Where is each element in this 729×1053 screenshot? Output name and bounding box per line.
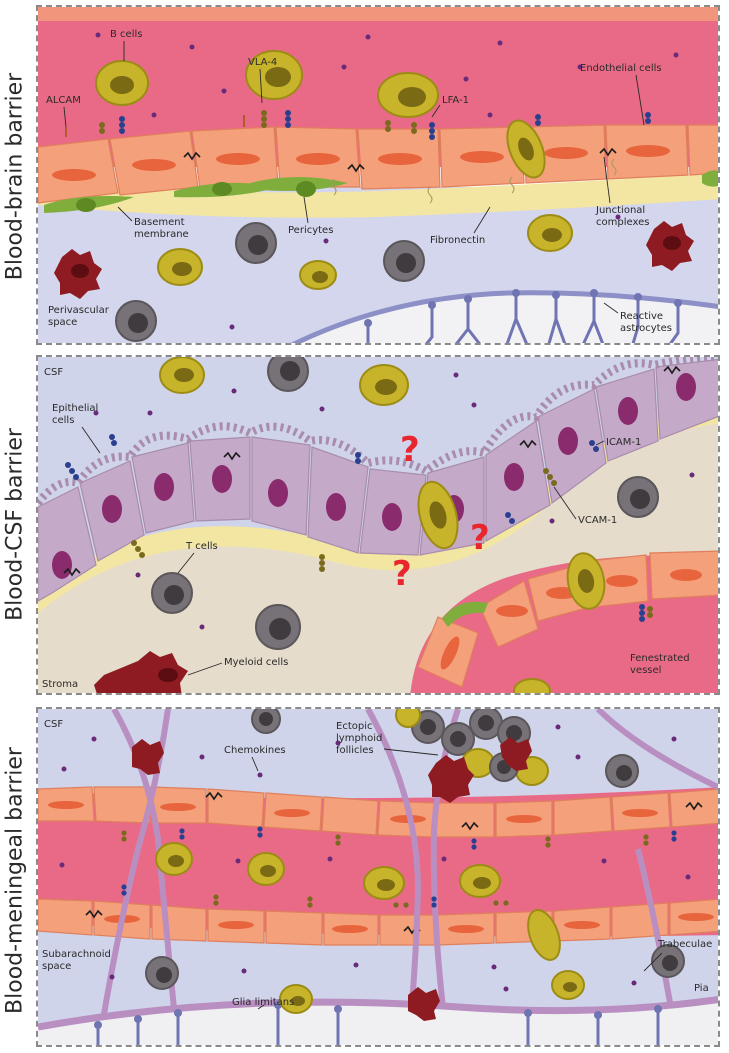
b-cells	[95, 50, 573, 290]
label-perivascular: Perivascular	[48, 305, 110, 316]
label-chemokines: Chemokines	[224, 745, 286, 756]
fibronectin	[331, 158, 617, 204]
label-lfa1: LFA-1	[442, 95, 469, 106]
meningeal-junctions	[85, 791, 703, 935]
label-vcam1: VCAM-1	[578, 515, 617, 526]
label-complexes: complexes	[596, 217, 649, 228]
glia-limitans-astrocytes	[96, 1005, 660, 1045]
label-icam1: ICAM-1	[606, 437, 641, 448]
label-space: space	[48, 317, 77, 328]
label-basement: Basement	[134, 217, 185, 228]
b-cells	[159, 357, 606, 693]
panel-title-bmb: Blood-meningeal barrier	[2, 747, 28, 1014]
ectopic-lymphoid-follicle	[395, 709, 549, 803]
label-junctional: Junctional	[595, 205, 645, 216]
vcam1-receptors	[131, 468, 653, 618]
myeloid-cells	[54, 221, 694, 299]
label-b-cells: B cells	[110, 29, 142, 40]
bcsf-illustration: ? ? ? CSF Epithelial cells ICAM-1 VCAM-1…	[38, 357, 718, 693]
label-ectopic: Ectopic	[336, 721, 372, 732]
question-mark-2: ?	[470, 518, 490, 558]
panel-blood-meningeal-barrier: CSF Chemokines Ectopic lymphoid follicle…	[36, 707, 720, 1047]
vessel-pericyte	[442, 601, 488, 627]
junctional-complexes	[183, 147, 617, 173]
label-t-cells: T cells	[185, 541, 218, 552]
label-space: space	[42, 961, 71, 972]
question-mark-3: ?	[392, 554, 412, 594]
meningeal-receptors-blue	[121, 826, 677, 908]
label-myeloid-cells: Myeloid cells	[224, 657, 288, 668]
glia-limitans-line	[290, 290, 718, 343]
label-alcam: ALCAM	[46, 95, 81, 106]
label-fibronectin: Fibronectin	[430, 235, 485, 246]
label-glia-limitans: Glia limitans	[232, 997, 294, 1008]
label-endothelial-cells: Endothelial cells	[580, 63, 662, 74]
label-epithelial: Epithelial	[52, 403, 98, 414]
panel-blood-brain-barrier: B cells VLA-4 LFA-1 ALCAM Endothelial ce…	[36, 5, 720, 345]
basement-membrane	[38, 173, 718, 218]
t-cells	[115, 222, 425, 342]
label-pia: Pia	[694, 983, 709, 994]
label-vla4: VLA-4	[248, 57, 277, 68]
myeloid-cells	[94, 651, 188, 693]
panel-title-bcsf: Blood-CSF barrier	[2, 428, 28, 621]
label-membrane: membrane	[134, 229, 189, 240]
chemokine-dots	[93, 372, 695, 630]
question-marks: ? ? ?	[392, 430, 490, 594]
label-astrocytes: astrocytes	[620, 323, 672, 334]
label-trabeculae: Trabeculae	[657, 939, 712, 950]
panel-title-bbb: Blood-brain barrier	[2, 72, 28, 281]
astrocyte-region	[296, 292, 718, 343]
t-cells	[151, 357, 659, 650]
adhesion-molecules	[65, 110, 651, 140]
label-cells: cells	[52, 415, 74, 426]
epithelial-nuclei	[52, 373, 696, 579]
microvilli	[38, 357, 718, 506]
bbb-illustration: B cells VLA-4 LFA-1 ALCAM Endothelial ce…	[38, 7, 718, 343]
label-follicles: follicles	[336, 745, 374, 756]
chemokine-dots	[59, 724, 691, 992]
chemokine-dots	[95, 32, 679, 330]
epithelial-junctions	[63, 365, 681, 577]
label-lymphoid: lymphoid	[336, 733, 382, 744]
label-pericytes: Pericytes	[288, 225, 333, 236]
label-vessel: vessel	[630, 665, 661, 676]
label-csf: CSF	[44, 719, 63, 730]
free-cells	[132, 709, 685, 1021]
icam1-receptors	[65, 434, 645, 622]
label-stroma: Stroma	[42, 679, 78, 690]
label-reactive: Reactive	[620, 311, 663, 322]
panel-blood-csf-barrier: ? ? ? CSF Epithelial cells ICAM-1 VCAM-1…	[36, 355, 720, 695]
meningeal-receptors-olive	[121, 830, 649, 908]
label-subarachnoid: Subarachnoid	[42, 949, 111, 960]
question-mark-1: ?	[400, 430, 420, 470]
label-csf: CSF	[44, 367, 63, 378]
bmb-illustration: CSF Chemokines Ectopic lymphoid follicle…	[38, 709, 718, 1045]
pericytes	[44, 170, 718, 213]
endothelial-nuclei	[48, 801, 714, 933]
label-fenestrated: Fenestrated	[630, 653, 690, 664]
endothelial-layer	[38, 124, 718, 204]
